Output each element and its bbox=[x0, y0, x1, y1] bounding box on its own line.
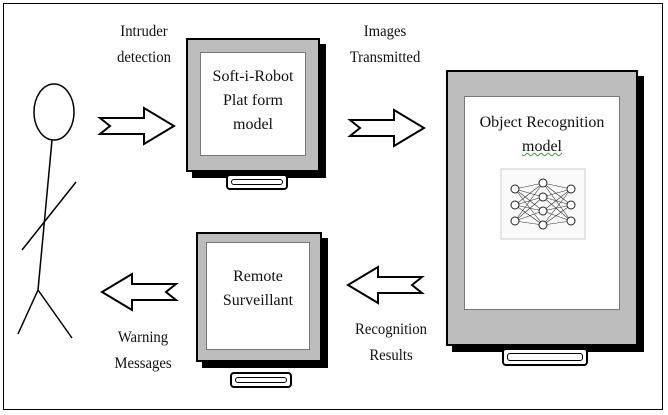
neural-network-icon bbox=[500, 168, 586, 240]
monitor-stand bbox=[230, 372, 292, 388]
arrow-to-recognition-icon bbox=[347, 108, 426, 148]
diagram-border bbox=[3, 3, 663, 410]
label-images-transmitted: Images Transmitted bbox=[349, 23, 421, 66]
label-recognition-results: Recognition Results bbox=[355, 321, 427, 364]
monitor-stand bbox=[502, 348, 588, 366]
object-recognition-monitor: Object Recognition model bbox=[446, 70, 652, 370]
remote-surveillant-title: Remote Surveillant bbox=[222, 268, 294, 309]
object-recognition-title: Object Recognition model bbox=[479, 114, 605, 155]
label-intruder-detection: Intruder detection bbox=[117, 23, 171, 66]
arrow-to-surveillant-icon bbox=[346, 265, 425, 305]
arrow-to-actor-icon bbox=[100, 272, 179, 312]
robot-platform-title: Soft-i-Robot Plat form model bbox=[212, 68, 294, 133]
remote-surveillant-monitor: Remote Surveillant bbox=[196, 232, 336, 394]
robot-platform-monitor: Soft-i-Robot Plat form model bbox=[186, 38, 332, 198]
arrow-to-robot-icon bbox=[97, 106, 176, 146]
stick-figure-icon bbox=[17, 83, 77, 339]
label-warning-messages: Warning Messages bbox=[114, 329, 172, 372]
monitor-stand bbox=[226, 174, 288, 190]
